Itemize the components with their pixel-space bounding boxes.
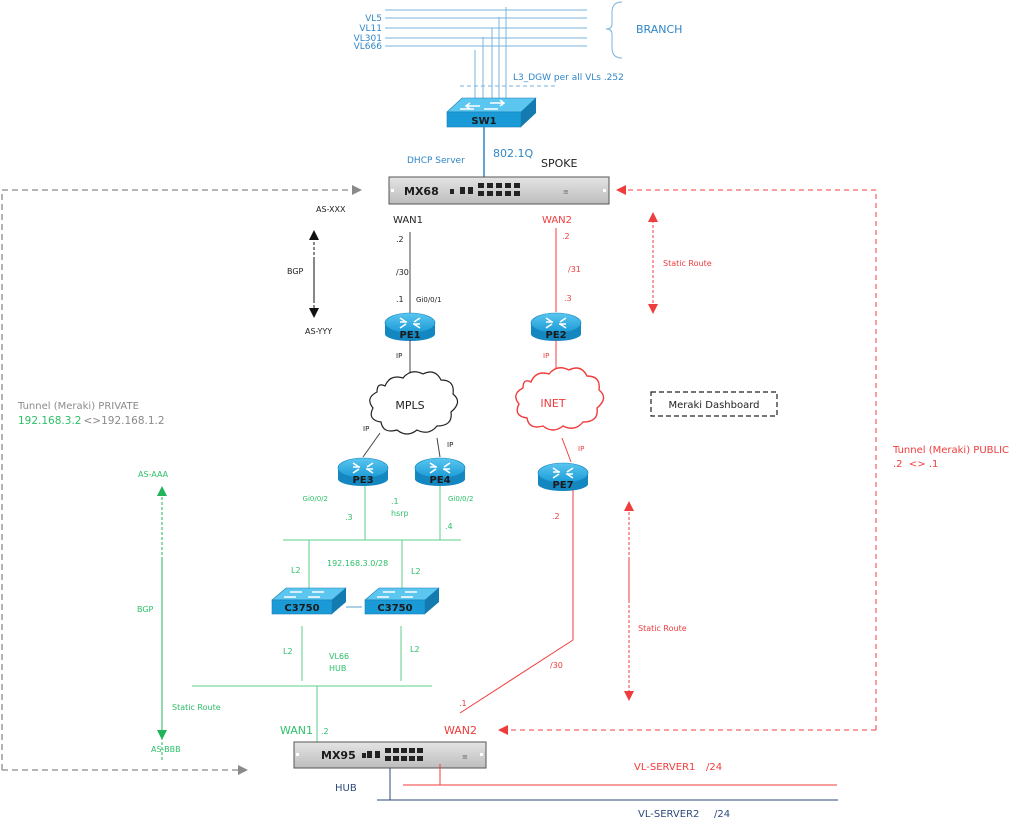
pe7-ip: .2 [552, 512, 560, 521]
private-tunnel-remote-ip: 192.168.1.2 [101, 415, 164, 427]
hub-wan2-subnet: /30 [550, 661, 563, 670]
pe1-interface: Gi0/0/1 [416, 296, 441, 304]
spoke-wan2-label: WAN2 [542, 215, 572, 226]
pe3-ip: .3 [345, 513, 353, 522]
wan1-subnet: /30 [396, 268, 409, 277]
trunk-label: 802.1Q [493, 147, 533, 160]
svg-text:≡: ≡ [462, 753, 468, 761]
device-label: PE2 [545, 330, 566, 341]
private-tunnel-ips: 192.168.3.2<>192.168.1.2 [18, 415, 165, 427]
mpls-pe3-link [362, 432, 381, 458]
c3750-switch-b[interactable]: C3750 [364, 587, 440, 615]
dhcp-server-label: DHCP Server [407, 156, 465, 166]
l2-label: L2 [411, 567, 421, 576]
branch-vlan-lines [385, 7, 587, 100]
pe4-ip: .4 [445, 522, 453, 531]
as-yyy-label: AS-YYY [305, 327, 332, 336]
spoke-label: SPOKE [541, 157, 577, 170]
static-route-label-spoke: Static Route [663, 259, 712, 268]
device-label: MX68 [404, 185, 439, 198]
hub-role-label: HUB [335, 783, 357, 794]
device-label: C3750 [377, 603, 412, 614]
device-label: PE1 [399, 330, 420, 341]
bgp-label-hub: BGP [137, 605, 154, 614]
public-tunnel-ips: .2 <> .1 [893, 459, 938, 470]
l2-label: L2 [291, 566, 301, 575]
wan2-subnet: /31 [568, 265, 581, 274]
spoke-wan1-label: WAN1 [393, 215, 423, 226]
as-aaa-label: AS-AAA [138, 470, 169, 479]
public-tunnel-arrow-spoke [616, 185, 877, 730]
device-label: PE4 [429, 475, 450, 486]
c3750-switch-a[interactable]: C3750 [271, 587, 347, 615]
pe4-router[interactable]: PE4 [414, 457, 466, 486]
mpls-label: MPLS [395, 399, 424, 412]
hub-wan1-ip: .2 [321, 727, 329, 736]
vl-server1-label: VL-SERVER1 [634, 762, 695, 773]
hub-subnet-label: 192.168.3.0/28 [327, 559, 388, 568]
hsrp-label: hsrp [391, 509, 409, 518]
vlan-label: VL301 [354, 34, 382, 44]
vl66-role-label: HUB [329, 664, 346, 673]
as-bbb-label: AS-BBB [151, 745, 181, 754]
inet-pe7-link [561, 437, 572, 463]
pe3-interface: Gi0/0/2 [303, 495, 328, 503]
mx95-appliance[interactable]: MX95 ≡ [293, 741, 487, 769]
private-tunnel-local-ip: 192.168.3.2 [18, 415, 81, 427]
as-xxx-label: AS-XXX [316, 205, 346, 214]
private-tunnel-title: Tunnel (Meraki) PRIVATE [17, 401, 139, 412]
ip-label: IP [447, 441, 453, 449]
meraki-dashboard-box[interactable] [650, 391, 778, 417]
public-tunnel-title: Tunnel (Meraki) PUBLIC [892, 445, 1009, 456]
vl66-label: VL66 [329, 652, 349, 661]
vlan-label: VL11 [359, 24, 382, 34]
pe2-router[interactable]: PE2 [530, 312, 582, 341]
hsrp-ip: .1 [391, 497, 399, 506]
ip-label: IP [396, 352, 402, 360]
vlan-label: VL666 [354, 42, 383, 52]
device-label: PE7 [552, 480, 573, 491]
inet-label: INET [540, 397, 565, 410]
l2-label: L2 [410, 645, 420, 654]
hub-wan2-label: WAN2 [444, 724, 477, 737]
device-label: SW1 [471, 116, 496, 127]
wan2-mx-ip: .2 [562, 232, 570, 241]
branch-label: BRANCH [636, 23, 682, 36]
pe4-interface: Gi0/0/2 [448, 495, 473, 503]
svg-text:≡: ≡ [563, 188, 569, 196]
vl-server1-mask: /24 [706, 762, 722, 773]
private-tunnel-arrow-spoke [1, 185, 362, 770]
mpls-cloud: MPLS [369, 371, 459, 435]
device-label: C3750 [284, 603, 319, 614]
vl-server2-label: VL-SERVER2 [638, 809, 699, 820]
pe1-router[interactable]: PE1 [384, 312, 436, 341]
wan1-pe-ip: .1 [396, 295, 404, 304]
wan2-pe-ip: .3 [564, 294, 572, 303]
bgp-label-spoke: BGP [287, 267, 304, 276]
ip-label: IP [578, 445, 584, 453]
ip-label: IP [363, 425, 369, 433]
vl-server2-mask: /24 [714, 809, 730, 820]
inet-cloud: INET [515, 367, 605, 431]
sw1-switch[interactable]: SW1 [446, 97, 537, 128]
static-route-label-inet: Static Route [638, 624, 687, 633]
mx68-appliance[interactable]: MX68 ≡ [388, 176, 610, 205]
pe7-router[interactable]: PE7 [537, 462, 589, 491]
pe3-router[interactable]: PE3 [337, 457, 389, 486]
l2-label: L2 [283, 647, 293, 656]
dgw-label: L3_DGW per all VLs .252 [513, 73, 624, 83]
hub-wan1-label: WAN1 [280, 724, 313, 737]
device-label: MX95 [321, 749, 356, 762]
mpls-pe4-link [436, 437, 441, 458]
hub-wan2-ip: .1 [459, 699, 467, 708]
static-route-label-hub: Static Route [172, 703, 221, 712]
vlan-label: VL5 [365, 14, 382, 24]
ip-label: IP [543, 352, 549, 360]
meraki-dashboard-label: Meraki Dashboard [668, 400, 759, 411]
branch-brace [605, 1, 623, 59]
wan1-mx-ip: .2 [396, 235, 404, 244]
device-label: PE3 [352, 475, 373, 486]
private-tunnel-separator: <> [83, 415, 101, 427]
